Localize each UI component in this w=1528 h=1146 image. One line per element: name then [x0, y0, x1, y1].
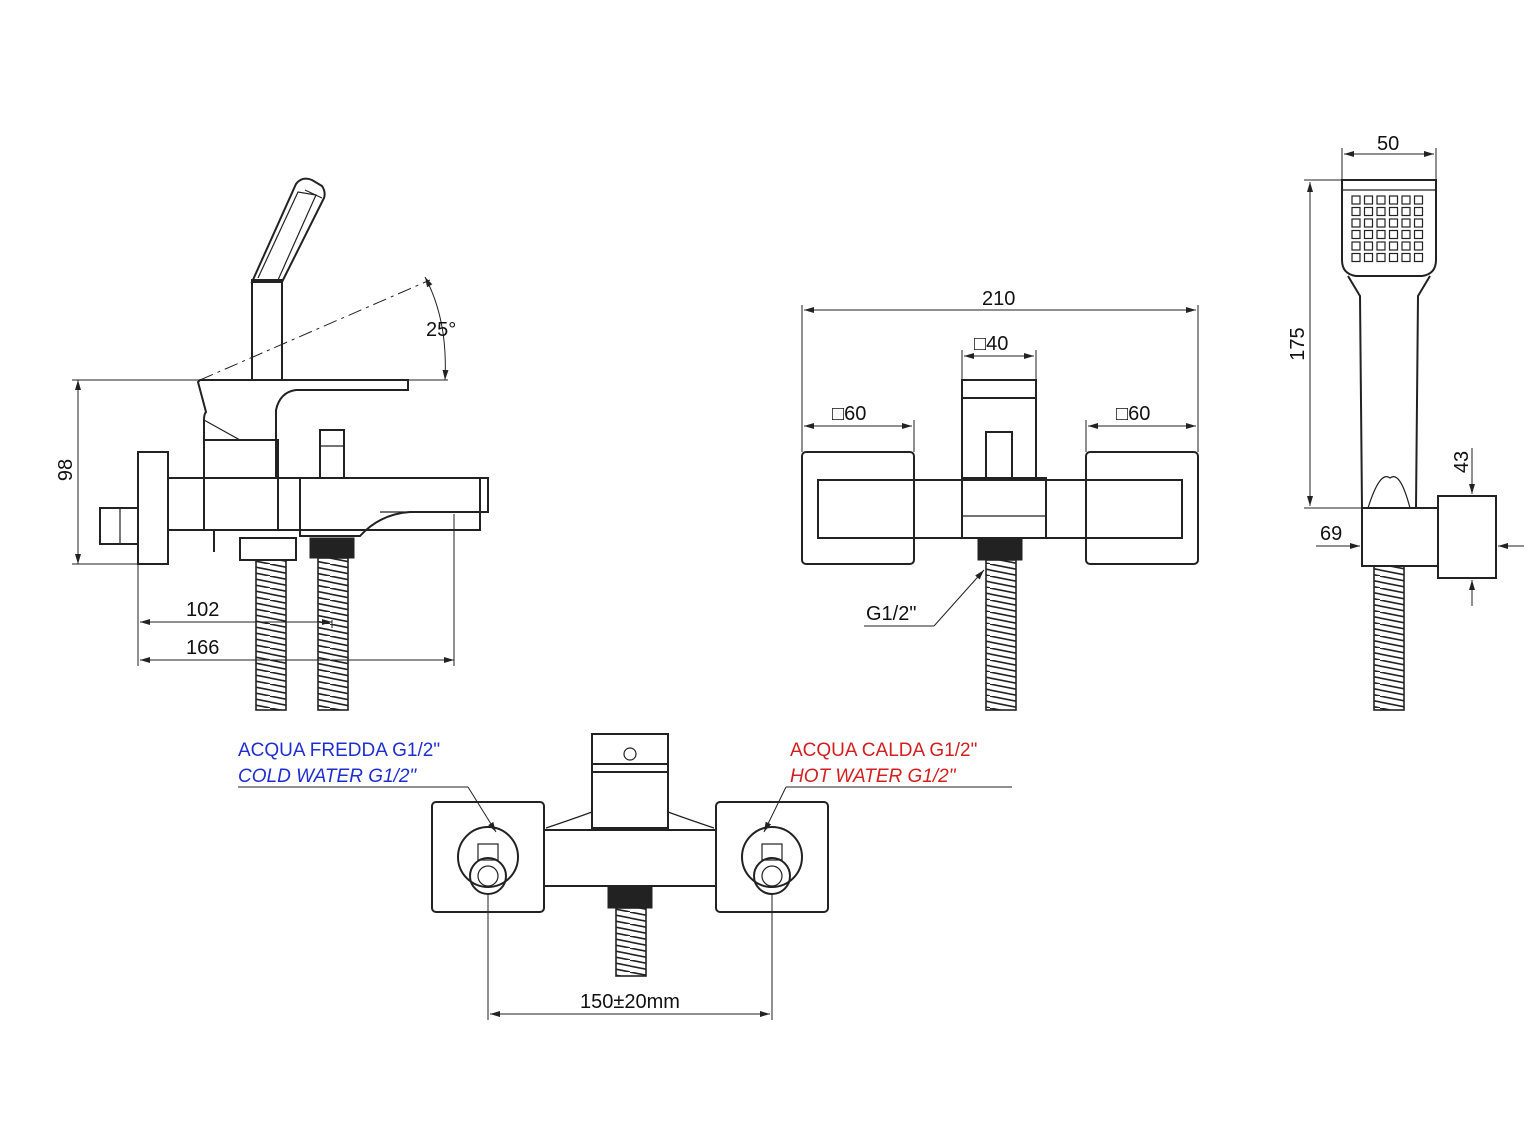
dim-front-width: 210 [982, 288, 1015, 310]
nozzle [1388, 241, 1399, 251]
dim-shower-length: 175 [1287, 327, 1309, 360]
nozzle [1363, 195, 1374, 205]
label-cold-water-it: ACQUA FREDDA G1/2" [238, 740, 440, 761]
label-cold-water-en: COLD WATER G1/2" [238, 766, 417, 787]
nozzle [1376, 241, 1386, 251]
shower-view [1304, 148, 1524, 711]
nozzle [1413, 218, 1424, 228]
nozzle [1363, 241, 1374, 251]
dim-side-depth-inner: 102 [186, 599, 219, 621]
nozzle [1401, 252, 1411, 263]
nozzle [1388, 218, 1399, 228]
nozzle [1401, 195, 1411, 205]
nozzle [1401, 241, 1411, 251]
dim-front-handle: □40 [974, 333, 1008, 355]
dim-holder-height: 43 [1451, 451, 1473, 473]
shower-nozzle-grid [1351, 195, 1424, 263]
dim-inlet-spacing: 150±20mm [580, 991, 680, 1013]
nozzle [1351, 252, 1361, 263]
nozzle [1363, 206, 1374, 217]
nozzle [1351, 229, 1361, 240]
nozzle [1388, 229, 1399, 240]
nozzle [1413, 252, 1424, 263]
side-hose-right [317, 557, 349, 711]
nozzle [1413, 241, 1424, 251]
nozzle [1401, 218, 1411, 228]
nozzle [1363, 229, 1374, 240]
label-hot-water-en: HOT WATER G1/2" [790, 766, 957, 787]
dim-side-depth-outer: 166 [186, 637, 219, 659]
nozzle [1351, 195, 1361, 205]
nozzle [1388, 195, 1399, 205]
front-view [801, 305, 1199, 711]
nozzle [1363, 218, 1374, 228]
nozzle [1388, 206, 1399, 217]
back-hose [615, 907, 647, 977]
hot-inlet [741, 826, 803, 895]
dim-front-left-square: □60 [832, 403, 866, 425]
label-front-connection: G1/2" [866, 603, 916, 625]
side-hand-shower [250, 177, 326, 381]
dim-shower-width: 50 [1377, 133, 1399, 155]
nozzle [1376, 252, 1386, 263]
angle-reference-line [199, 279, 431, 381]
front-hose [985, 559, 1017, 711]
nozzle [1376, 195, 1386, 205]
nozzle [1413, 195, 1424, 205]
nozzle [1401, 206, 1411, 217]
back-view [238, 733, 1012, 1020]
label-hot-water-it: ACQUA CALDA G1/2" [790, 740, 977, 761]
dim-front-right-square: □60 [1116, 403, 1150, 425]
nozzle [1413, 229, 1424, 240]
nozzle [1351, 218, 1361, 228]
nozzle [1363, 252, 1374, 263]
side-view [72, 177, 489, 711]
nozzle [1388, 252, 1399, 263]
dim-side-angle: 25° [426, 319, 456, 341]
side-mixer-body [99, 379, 489, 565]
nozzle [1376, 229, 1386, 240]
shower-hose [1373, 565, 1405, 711]
nozzle [1401, 229, 1411, 240]
dim-holder-depth: 69 [1320, 523, 1342, 545]
side-hose-left [255, 559, 287, 711]
nozzle [1413, 206, 1424, 217]
dim-side-height: 98 [55, 459, 77, 481]
nozzle [1351, 241, 1361, 251]
nozzle [1351, 206, 1361, 217]
cold-inlet [457, 826, 519, 895]
nozzle [1376, 206, 1386, 217]
nozzle [1376, 218, 1386, 228]
